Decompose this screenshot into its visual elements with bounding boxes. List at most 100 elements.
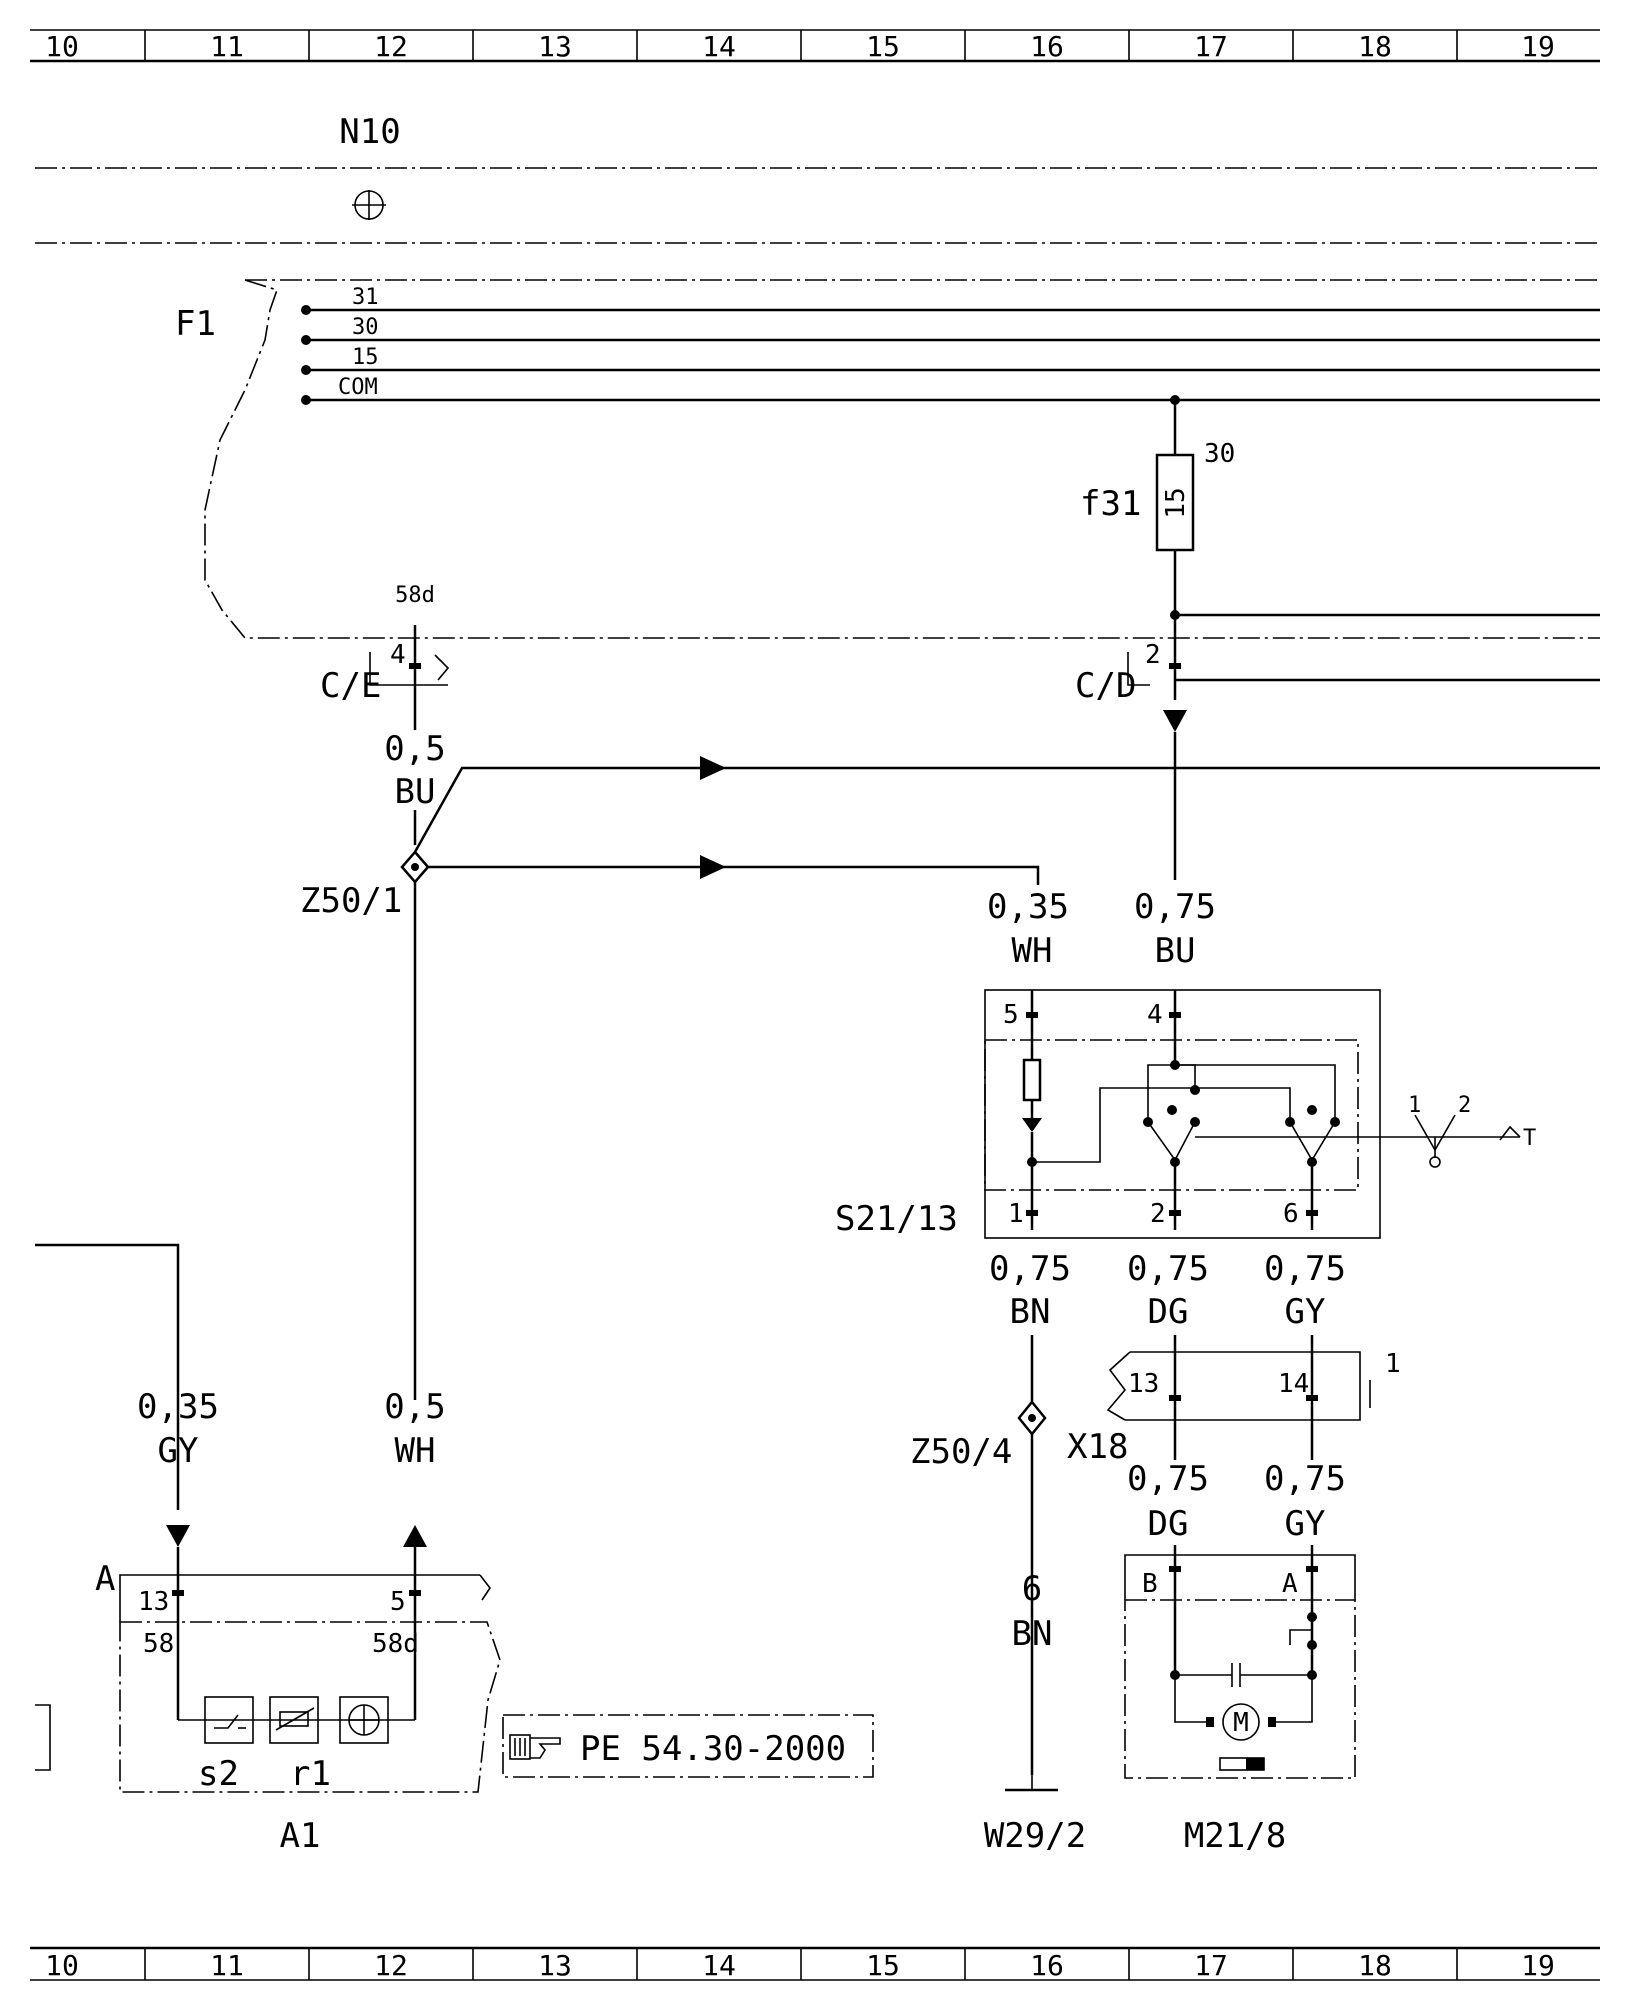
grid-bottom-17: 17: [1194, 1949, 1228, 1982]
fuse-f31: [1155, 395, 1600, 700]
bottom-grid-ruler: 10 11 12 13 14 15 16 17 18 19: [30, 1946, 1600, 1982]
x18-ref-1: 1: [1385, 1349, 1401, 1379]
grid-bottom-10: 10: [45, 1949, 79, 1982]
fuse-rating: 15: [1161, 487, 1191, 518]
connector-x18: [1106, 1351, 1371, 1460]
wire-gy-size: 0,75: [1264, 1249, 1346, 1289]
busbar-30: 30: [352, 315, 379, 340]
m21-8-label: M21/8: [1184, 1816, 1286, 1856]
wire-bn6-color: BN: [1012, 1614, 1053, 1654]
grid-top-17: 17: [1194, 30, 1228, 63]
grid-bottom-15: 15: [866, 1949, 900, 1982]
wire-a1wh-size: 0,5: [384, 1387, 445, 1427]
a1-term-58: 58: [143, 1629, 174, 1659]
f1-fuse-box: [204, 279, 1600, 639]
wire-dg-size: 0,75: [1127, 1249, 1209, 1289]
grid-bottom-13: 13: [538, 1949, 572, 1982]
a1-label: A1: [280, 1816, 321, 1856]
grid-bottom-18: 18: [1358, 1949, 1392, 1982]
s-pin-6: 6: [1283, 1199, 1299, 1229]
s-pin-5: 5: [1003, 1000, 1019, 1030]
wire-bn6-size: 6: [1022, 1569, 1042, 1609]
cd-pin-2: 2: [1145, 640, 1161, 670]
connector-ce: [369, 625, 450, 730]
reference-text: PE 54.30-2000: [580, 1729, 846, 1769]
instrument-cluster-a1: [119, 1547, 501, 1793]
term-t: T: [1523, 1126, 1536, 1151]
f31-label: f31: [1080, 484, 1141, 524]
motor-pin-a: A: [1282, 1569, 1298, 1599]
x18-pin-14: 14: [1278, 1369, 1309, 1399]
s21-13-label: S21/13: [835, 1199, 958, 1239]
wire-ce-size: 0,5: [384, 729, 445, 769]
wire-wh-size: 0,35: [987, 887, 1069, 927]
wire-a1gy-size: 0,35: [137, 1387, 219, 1427]
grid-top-18: 18: [1358, 30, 1392, 63]
x18-pin-13: 13: [1128, 1369, 1159, 1399]
term-2: 2: [1458, 1093, 1471, 1118]
switch-s21-13: [984, 989, 1520, 1239]
grid-top-12: 12: [374, 30, 408, 63]
wire-dg2-color: DG: [1148, 1504, 1189, 1544]
switch-actuator-icon: [1414, 1114, 1521, 1168]
wire-bu-color: BU: [1155, 931, 1196, 971]
grid-top-15: 15: [866, 30, 900, 63]
wire-gy-color: GY: [1285, 1292, 1326, 1332]
wire-a1wh-color: WH: [395, 1431, 436, 1471]
fuse-pin-30: 30: [1204, 439, 1235, 469]
grid-bottom-11: 11: [210, 1949, 244, 1982]
busbar-15: 15: [352, 345, 379, 370]
ce-label: C/E: [320, 666, 381, 706]
cd-label: C/D: [1075, 666, 1136, 706]
wire-wh-color: WH: [1012, 931, 1053, 971]
splice-z50-1: [400, 756, 1600, 1400]
wire-bu-size: 0,75: [1134, 887, 1216, 927]
busbar-com: COM: [338, 375, 378, 400]
term-1: 1: [1408, 1093, 1421, 1118]
pointing-hand-icon: [509, 1734, 561, 1760]
wire-a1gy-color: GY: [158, 1431, 199, 1471]
wire-gy2-color: GY: [1285, 1504, 1326, 1544]
n10-label: N10: [339, 112, 400, 152]
grid-bottom-12: 12: [374, 1949, 408, 1982]
grid-bottom-16: 16: [1030, 1949, 1064, 1982]
grid-top-16: 16: [1030, 30, 1064, 63]
a1-pin-13: 13: [138, 1587, 169, 1617]
ce-term-58d: 58d: [395, 583, 435, 608]
r1-label: r1: [290, 1754, 331, 1794]
grid-top-10: 10: [45, 30, 79, 63]
wire-gy2-size: 0,75: [1264, 1459, 1346, 1499]
ce-pin-4: 4: [390, 640, 406, 670]
top-grid-ruler: 10 11 12 13 14 15 16 17 18 19: [30, 29, 1600, 63]
f1-label: F1: [175, 304, 216, 344]
wire-dg-color: DG: [1148, 1292, 1189, 1332]
motor-pin-b: B: [1142, 1569, 1158, 1599]
ground-point-icon: [352, 190, 386, 220]
grid-bottom-14: 14: [702, 1949, 736, 1982]
wire-dg2-size: 0,75: [1127, 1459, 1209, 1499]
z50-1-label: Z50/1: [300, 881, 402, 921]
s2-label: s2: [198, 1754, 239, 1794]
splice-z50-4: [1005, 1400, 1058, 1792]
z50-4-label: Z50/4: [910, 1432, 1012, 1472]
s-pin-4: 4: [1147, 1000, 1163, 1030]
busbar-lines: [301, 305, 1600, 405]
motor-m21-8: [1124, 1545, 1356, 1779]
grid-top-13: 13: [538, 30, 572, 63]
busbar-31: 31: [352, 285, 379, 310]
wire-bn-size: 0,75: [989, 1249, 1071, 1289]
w29-2-label: W29/2: [984, 1816, 1086, 1856]
grid-top-11: 11: [210, 30, 244, 63]
reference-box: [502, 1714, 874, 1778]
a1-pin-5: 5: [390, 1587, 406, 1617]
x18-label: X18: [1067, 1427, 1128, 1467]
wire-bn-color: BN: [1010, 1292, 1051, 1332]
motor-m-symbol: M: [1233, 1708, 1249, 1738]
grid-top-14: 14: [702, 30, 736, 63]
wire-ce-color: BU: [395, 772, 436, 812]
connector-cd: [1127, 652, 1187, 732]
s-pin-2: 2: [1150, 1199, 1166, 1229]
a1-connector-label: A: [95, 1559, 115, 1599]
a1-term-58d: 58d: [372, 1629, 419, 1659]
